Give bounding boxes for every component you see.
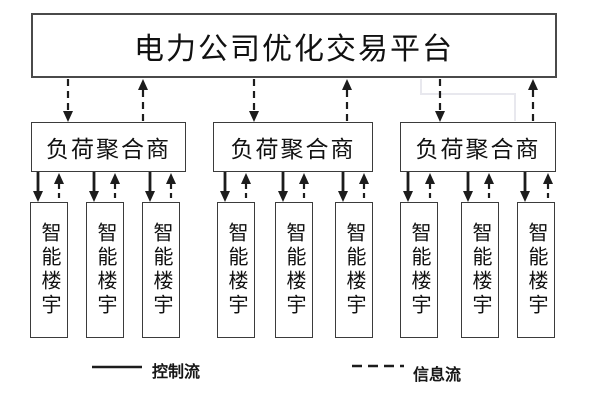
aggregator-box-3: 负荷聚合商 [400, 122, 556, 172]
info-arrow-down-platform-agg3 [435, 79, 445, 122]
building-box-2: 智能楼宇 [86, 202, 124, 338]
info-arrow-up-agg3-platform [528, 79, 538, 122]
control-arrow-down-bldg7 [403, 172, 413, 202]
building-box-4: 智能楼宇 [217, 202, 255, 338]
aggregator-box-2: 负荷聚合商 [213, 122, 373, 172]
info-arrow-up-bldg6 [359, 173, 369, 202]
info-arrow-up-agg1-platform [138, 79, 148, 122]
control-arrow-down-bldg2 [89, 172, 99, 202]
info-arrow-up-bldg8 [484, 173, 494, 202]
platform-box: 电力公司优化交易平台 [31, 13, 557, 78]
info-arrow-down-platform-agg2 [249, 79, 259, 122]
building-label: 智能楼宇 [150, 222, 172, 318]
aggregator-label: 负荷聚合商 [415, 137, 541, 162]
legend-info-label: 信息流 [413, 367, 462, 384]
building-label: 智能楼宇 [94, 222, 116, 318]
control-arrow-down-bldg4 [220, 172, 230, 202]
control-arrow-down-bldg8 [463, 172, 473, 202]
info-arrow-up-bldg5 [299, 173, 309, 202]
info-arrow-up-bldg1 [54, 173, 64, 202]
building-label: 智能楼宇 [525, 222, 547, 318]
aggregator-label: 负荷聚合商 [230, 137, 356, 162]
aggregator-box-1: 负荷聚合商 [31, 122, 186, 172]
artifact-gray-path [420, 79, 516, 121]
info-arrow-down-platform-agg1 [63, 79, 73, 122]
building-label: 智能楼宇 [38, 222, 60, 318]
control-arrow-down-bldg6 [338, 172, 348, 202]
info-arrow-up-bldg3 [166, 173, 176, 202]
info-arrow-up-bldg4 [241, 173, 251, 202]
building-label: 智能楼宇 [283, 222, 305, 318]
platform-title: 电力公司优化交易平台 [134, 32, 454, 66]
building-box-3: 智能楼宇 [142, 202, 180, 338]
info-arrow-up-bldg9 [543, 173, 553, 202]
control-arrow-down-bldg5 [278, 172, 288, 202]
aggregator-label: 负荷聚合商 [46, 137, 171, 162]
building-label: 智能楼宇 [225, 222, 247, 318]
building-box-8: 智能楼宇 [461, 202, 499, 338]
info-arrow-up-agg2-platform [342, 79, 352, 122]
building-box-7: 智能楼宇 [400, 202, 438, 338]
control-arrow-down-bldg9 [520, 172, 530, 202]
building-box-9: 智能楼宇 [517, 202, 555, 338]
building-box-6: 智能楼宇 [335, 202, 373, 338]
info-arrow-up-bldg7 [425, 173, 435, 202]
building-box-1: 智能楼宇 [30, 202, 68, 338]
building-label: 智能楼宇 [469, 222, 491, 318]
building-label: 智能楼宇 [408, 222, 430, 318]
legend-control-label: 控制流 [152, 364, 201, 381]
control-arrow-down-bldg1 [33, 172, 43, 202]
building-box-5: 智能楼宇 [275, 202, 313, 338]
control-arrow-down-bldg3 [145, 172, 155, 202]
building-label: 智能楼宇 [343, 222, 365, 318]
info-arrow-up-bldg2 [110, 173, 120, 202]
